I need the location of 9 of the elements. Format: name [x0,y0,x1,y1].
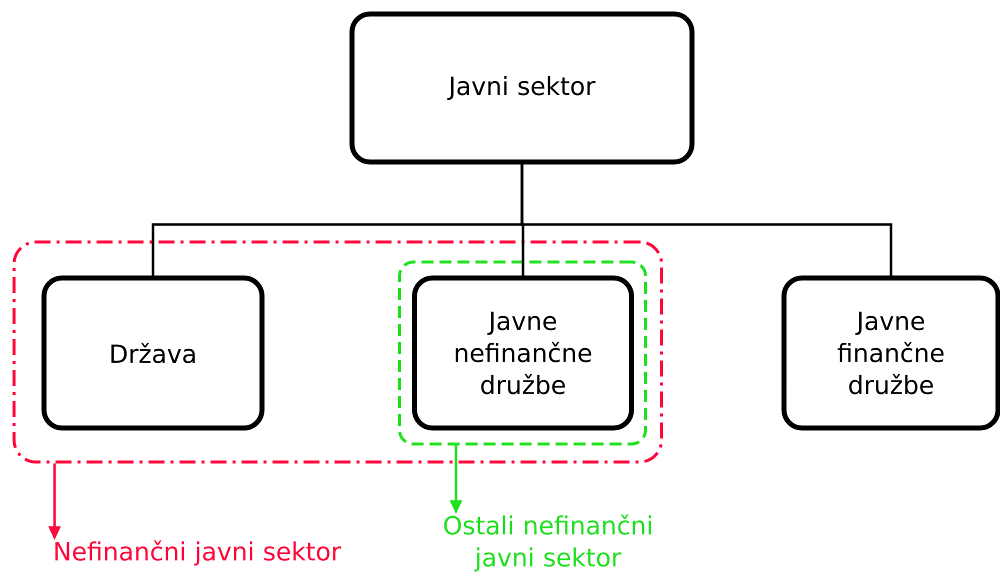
group-outline [398,260,647,446]
group-outline [12,240,664,464]
connector-line [520,164,892,276]
process-box: Država [42,276,264,430]
process-box: Javne finančne družbe [782,276,1000,430]
caption-text: Ostali nefinančni javni sektor [444,514,651,572]
process-box: Javne nefinančne družbe [412,276,634,430]
process-box: Javni sektor [350,12,694,164]
caption-text: Nefinančni javni sektor [55,540,342,566]
